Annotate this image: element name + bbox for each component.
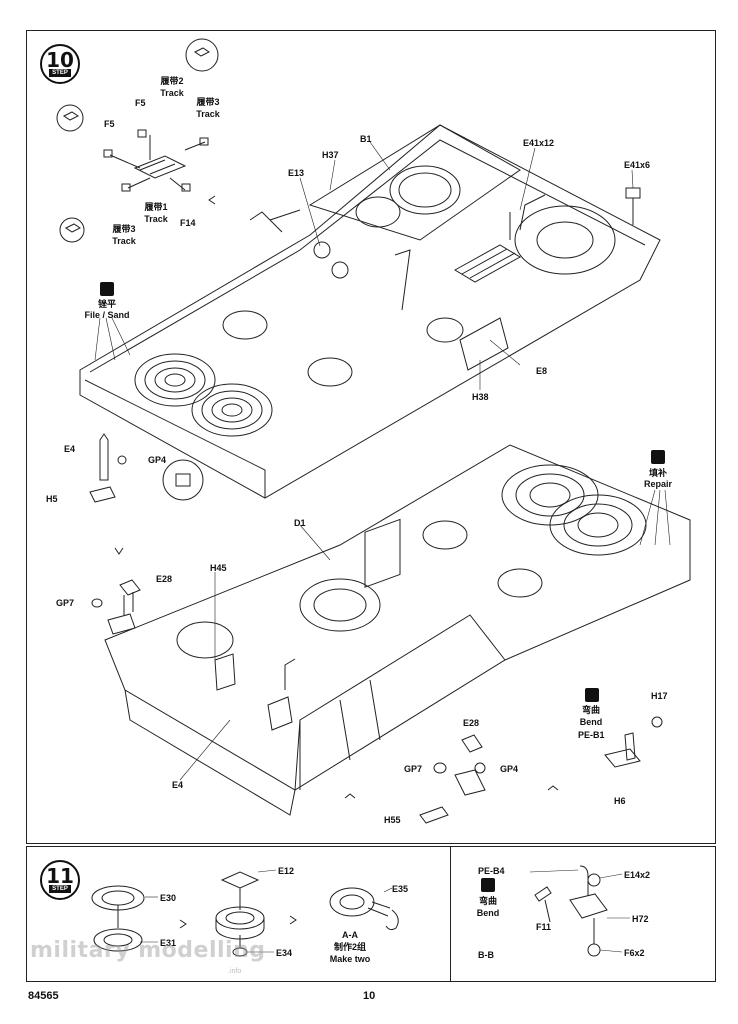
label-gp4a: GP4 <box>148 455 167 465</box>
page-number: 10 <box>363 990 376 1002</box>
label-file-cn: 锉平 <box>97 299 117 309</box>
label-e12: E12 <box>278 866 295 876</box>
label-e14x2: E14x2 <box>624 870 651 880</box>
turret-ring-area <box>308 124 521 241</box>
label-e30: E30 <box>160 893 177 903</box>
track-callout-bubble-2 <box>56 104 84 132</box>
label-repair-en: Repair <box>643 479 673 489</box>
label-bend-cn-11: 弯曲 <box>478 896 498 906</box>
label-pe-b4: PE-B4 <box>478 866 505 876</box>
label-f5a: F5 <box>135 98 146 108</box>
label-repair-cn: 填补 <box>648 468 668 478</box>
label-e35: E35 <box>392 884 409 894</box>
label-bend-en-11: Bend <box>476 908 500 918</box>
a-a-assembly <box>329 887 375 917</box>
label-e31: E31 <box>160 938 177 948</box>
label-pe-b1: PE-B1 <box>578 730 605 740</box>
track-callout-bubble-1 <box>185 38 219 72</box>
label-f6x2: F6x2 <box>624 948 645 958</box>
label-track3b-en: Track <box>112 236 136 246</box>
upper-hull-outline <box>79 124 661 499</box>
lower-hull-outline <box>104 444 691 791</box>
label-b1: B1 <box>360 134 372 144</box>
label-gp7b: GP7 <box>404 764 423 774</box>
step11-word: STEP <box>49 885 71 893</box>
e12-part <box>220 871 260 889</box>
label-e41x12: E41x12 <box>523 138 555 148</box>
label-bend-cn: 弯曲 <box>581 705 601 715</box>
label-h45: H45 <box>210 563 227 573</box>
label-e4b: E4 <box>172 780 184 790</box>
label-h17: H17 <box>651 691 668 701</box>
label-f14: F14 <box>180 218 196 228</box>
step11-number: 11 <box>46 864 74 888</box>
step11-badge: 11 STEP <box>40 860 80 900</box>
track-link-part <box>133 155 187 179</box>
bend-icon-step10 <box>585 688 599 702</box>
label-make2-en: Make two <box>329 954 371 964</box>
step10-badge: 10 STEP <box>40 44 80 84</box>
label-track1-cn: 履带1 <box>144 202 168 212</box>
label-h72: H72 <box>632 914 649 924</box>
label-f5b: F5 <box>104 119 115 129</box>
label-d1: D1 <box>294 518 306 528</box>
detail-bubble-e4 <box>162 459 204 501</box>
step11-frame <box>26 846 716 982</box>
watermark: military modelling <box>30 938 266 963</box>
label-h6: H6 <box>614 796 626 806</box>
e35-part <box>385 909 399 931</box>
label-h55: H55 <box>384 815 401 825</box>
label-e34: E34 <box>276 948 293 958</box>
label-e28a: E28 <box>156 574 173 584</box>
label-track3b-cn: 履带3 <box>112 224 136 234</box>
label-bb: B-B <box>478 950 494 960</box>
label-e41x6: E41x6 <box>624 160 651 170</box>
kit-code: 84565 <box>28 990 59 1002</box>
label-e8: E8 <box>536 366 548 376</box>
track-callout-bubble-3 <box>59 217 85 243</box>
label-track2-en: Track <box>160 88 184 98</box>
label-track2-cn: 履带2 <box>160 76 184 86</box>
label-f11: F11 <box>536 922 552 932</box>
label-aa: A-A <box>342 930 358 940</box>
watermark-sub: .info <box>228 968 242 975</box>
step10-frame <box>26 30 716 844</box>
label-make2-cn: 制作2组 <box>333 942 367 952</box>
label-e28b: E28 <box>463 718 480 728</box>
label-e4a: E4 <box>64 444 76 454</box>
step11-divider <box>450 846 451 982</box>
label-gp7a: GP7 <box>56 598 75 608</box>
label-gp4b: GP4 <box>500 764 519 774</box>
step10-word: STEP <box>49 69 71 77</box>
label-bend-en: Bend <box>579 717 603 727</box>
step10-number: 10 <box>46 48 74 72</box>
label-track3a-en: Track <box>196 109 220 119</box>
label-e13: E13 <box>288 168 305 178</box>
bend-icon-step11 <box>481 878 495 892</box>
repair-icon <box>651 450 665 464</box>
label-h37: H37 <box>322 150 339 160</box>
label-h38: H38 <box>472 392 489 402</box>
label-h5: H5 <box>46 494 58 504</box>
e31-part <box>93 928 143 952</box>
file-sand-icon <box>100 282 114 296</box>
label-file-en: File / Sand <box>84 310 130 320</box>
e34-part <box>232 947 248 957</box>
label-track3a-cn: 履带3 <box>196 97 220 107</box>
label-track1-en: Track <box>144 214 168 224</box>
